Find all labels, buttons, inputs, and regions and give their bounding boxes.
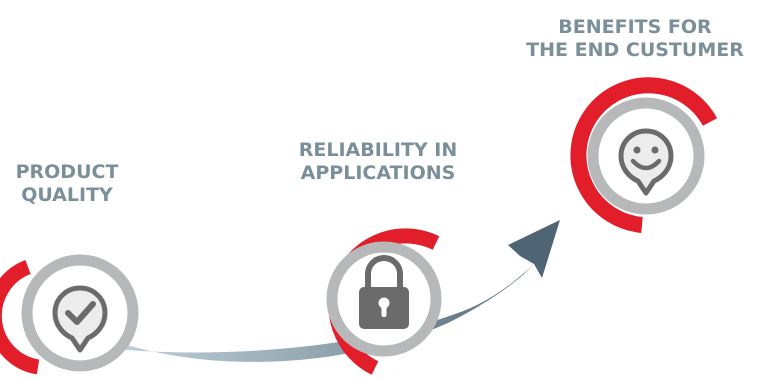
step-label-line: APPLICATIONS	[300, 162, 456, 184]
red-ring-arc	[570, 77, 718, 233]
step-label-line: THE END CUSTUMER	[526, 39, 744, 61]
red-ring-arc	[0, 259, 40, 375]
step-label-line: BENEFITS FOR	[558, 16, 712, 38]
padlock-icon	[359, 255, 409, 329]
step-reliability	[326, 228, 442, 375]
smiley-face-icon	[618, 128, 674, 196]
step-label-line: RELIABILITY IN	[298, 139, 458, 161]
step-product-quality	[0, 254, 139, 375]
step-label-reliability: RELIABILITY IN APPLICATIONS	[280, 139, 476, 185]
step-label-benefits: BENEFITS FOR THE END CUSTUMER	[512, 16, 758, 62]
progress-arrow	[90, 220, 560, 362]
step-benefits	[570, 77, 718, 233]
check-mark-icon	[52, 285, 108, 353]
arrow-body	[90, 262, 536, 362]
arrow-head	[508, 220, 560, 278]
step-label-line: QUALITY	[21, 184, 113, 206]
step-label-product-quality: PRODUCT QUALITY	[0, 161, 134, 207]
step-label-line: PRODUCT	[15, 161, 119, 183]
